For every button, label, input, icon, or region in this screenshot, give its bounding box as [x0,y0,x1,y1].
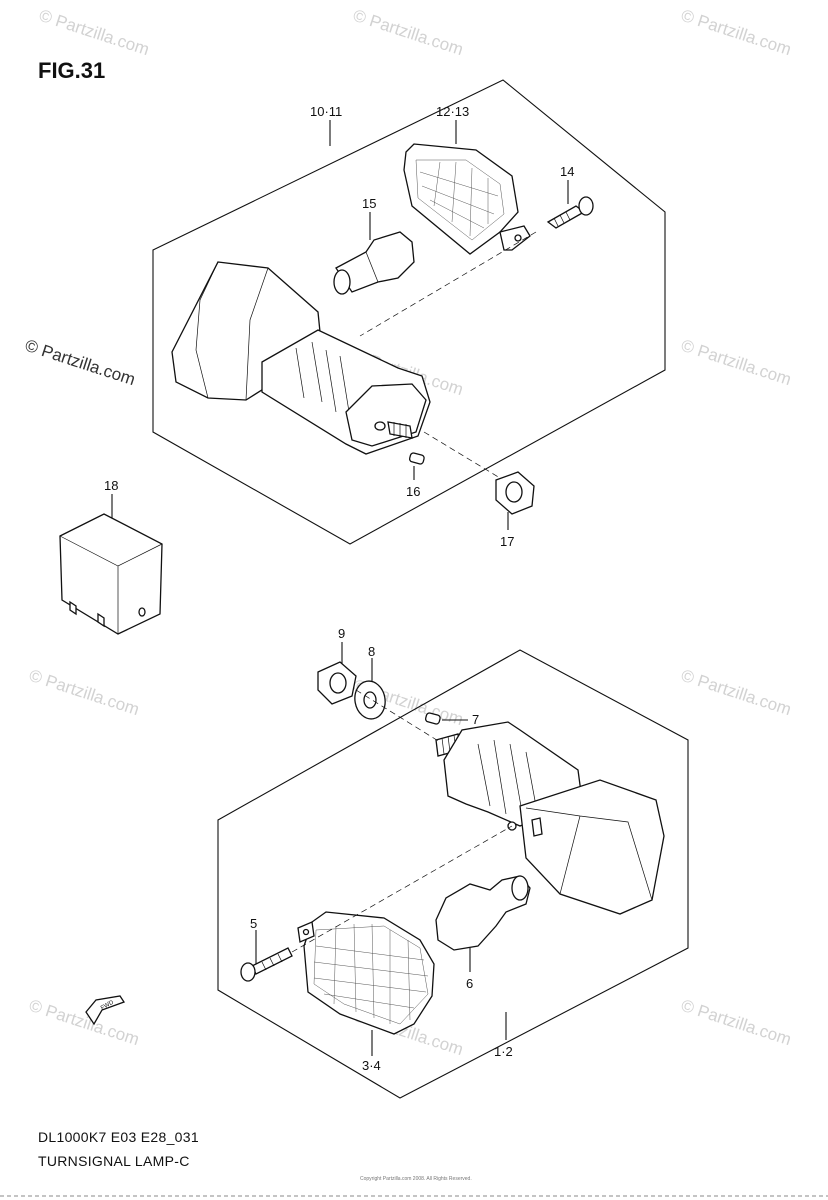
callout-6: 6 [466,976,473,991]
callout-16: 16 [406,484,420,499]
watermark: © Partzilla.com [679,996,794,1049]
watermark: © Partzilla.com [679,336,794,389]
callout-10-11: 10·11 [310,104,342,119]
figure-title: FIG.31 [38,58,105,83]
lower-assembly-frame [217,649,689,1099]
lens-icon [403,143,531,255]
watermark-dark: © Partzilla.com [23,336,138,389]
figure-code: DL1000K7 E03 E28_031 [38,1129,199,1145]
upper-assembly [152,79,666,545]
lens-icon [297,911,435,1035]
callout-17: 17 [500,534,514,549]
gasket-icon [424,712,441,725]
screw-icon [546,196,594,229]
callout-3-4: 3·4 [362,1058,381,1073]
callout-8: 8 [368,644,375,659]
gasket-icon [408,452,425,465]
callout-12-13: 12·13 [436,104,469,119]
screw-icon [240,947,293,982]
washer-icon [354,680,386,720]
nut-icon [317,661,357,705]
watermark: © Partzilla.com [351,6,466,59]
callout-layer: 10·11 12·13 14 15 16 17 18 9 8 7 5 6 [104,104,574,1073]
nut-icon [495,471,535,515]
relay-icon [59,513,163,635]
callout-18: 18 [104,478,118,493]
callout-7: 7 [472,712,479,727]
watermark: © Partzilla.com [37,6,152,59]
lower-assembly [217,649,689,1099]
copyright-note: Copyright Partzilla.com 2008. All Rights… [360,1176,472,1182]
callout-9: 9 [338,626,345,641]
figure-name: TURNSIGNAL LAMP-C [38,1153,190,1169]
turn-signal-lamp-icon [435,721,665,915]
watermark: © Partzilla.com [27,666,142,719]
watermark: © Partzilla.com [679,6,794,59]
callout-1-2: 1·2 [494,1044,513,1059]
bulb-icon [333,231,415,295]
upper-assembly-frame [152,79,666,545]
turn-signal-lamp-icon [171,261,431,455]
watermark: © Partzilla.com [679,666,794,719]
bulb-icon [435,875,531,951]
watermark: © Partzilla.com [27,996,142,1049]
callout-5: 5 [250,916,257,931]
callout-15: 15 [362,196,376,211]
callout-14: 14 [560,164,574,179]
